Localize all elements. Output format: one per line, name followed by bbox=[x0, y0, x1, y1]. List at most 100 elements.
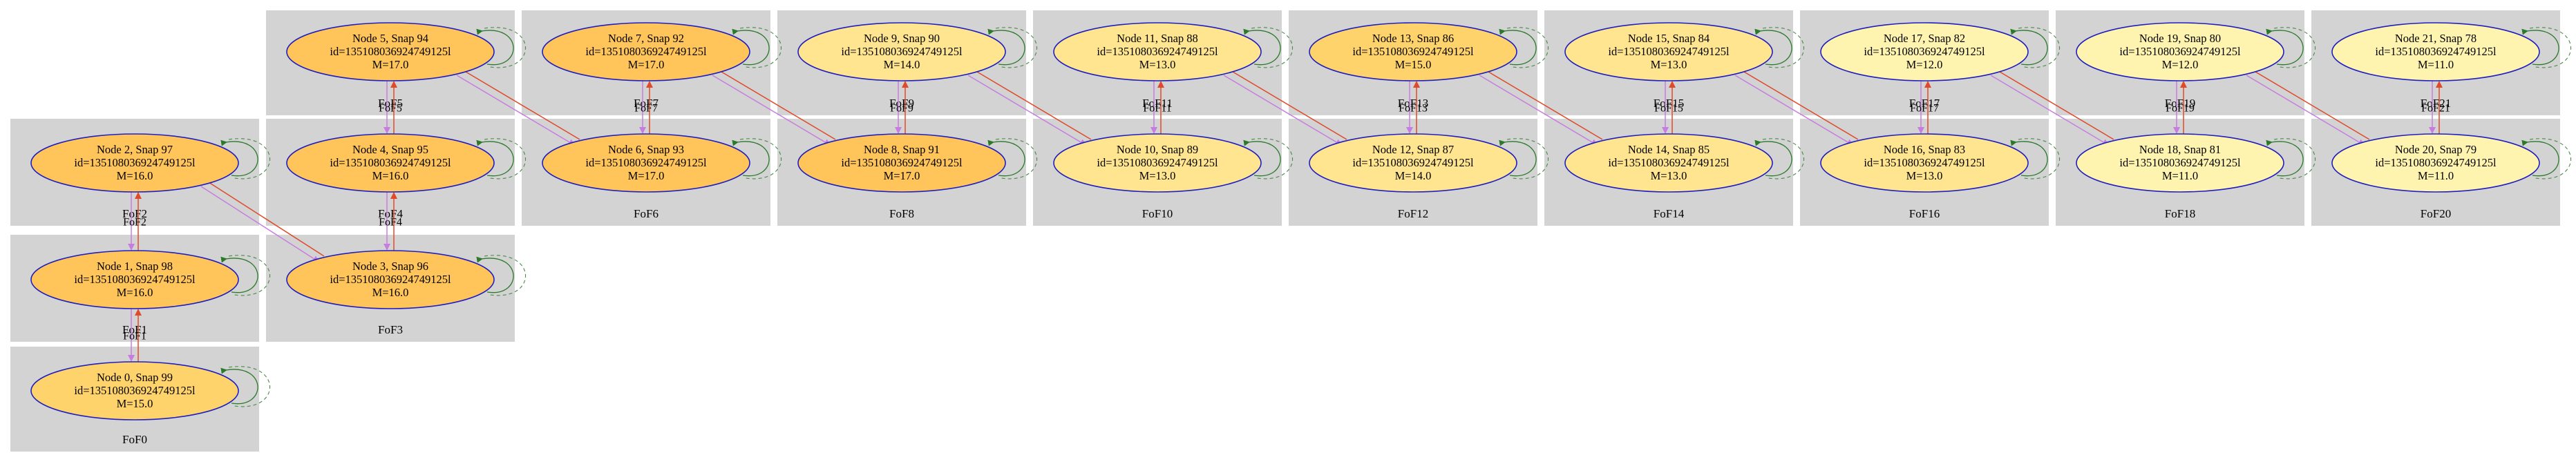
node-mass: M=17.0 bbox=[884, 169, 920, 182]
progenitor-edge bbox=[1734, 64, 1859, 140]
self-loop-edge bbox=[1243, 139, 1281, 177]
node-ellipse[interactable] bbox=[1053, 22, 1262, 81]
self-loop-edge-dashed bbox=[2529, 27, 2572, 68]
progenitor-edge bbox=[967, 64, 1092, 140]
self-loop-edge bbox=[2010, 28, 2048, 66]
node-ellipse[interactable] bbox=[1820, 22, 2029, 81]
self-loop-edge-dashed bbox=[228, 255, 271, 296]
halo-node[interactable]: Node 9, Snap 90id=135108036924749125lM=1… bbox=[797, 22, 1006, 81]
cluster-label: FoF4 bbox=[378, 207, 403, 220]
node-title: Node 8, Snap 91 bbox=[864, 143, 940, 156]
halo-node[interactable]: Node 20, Snap 79id=135108036924749125lM=… bbox=[2331, 133, 2540, 193]
node-ellipse[interactable] bbox=[797, 22, 1006, 81]
edge-label: FoF5 bbox=[379, 103, 402, 115]
node-mass: M=12.0 bbox=[1906, 58, 1943, 71]
node-ellipse[interactable] bbox=[542, 133, 750, 193]
progenitor-edge bbox=[1989, 64, 2114, 140]
halo-node[interactable]: Node 7, Snap 92id=135108036924749125lM=1… bbox=[542, 22, 750, 81]
node-id: id=135108036924749125l bbox=[1097, 156, 1218, 169]
node-ellipse[interactable] bbox=[1053, 133, 1262, 193]
node-mass: M=17.0 bbox=[628, 169, 665, 182]
descendant-edge bbox=[200, 186, 320, 263]
node-ellipse[interactable] bbox=[2076, 133, 2284, 193]
self-loop-edge-dashed bbox=[1506, 27, 1549, 68]
node-ellipse[interactable] bbox=[30, 133, 239, 193]
halo-node[interactable]: Node 3, Snap 96id=135108036924749125lM=1… bbox=[286, 250, 495, 309]
node-ellipse[interactable] bbox=[1564, 133, 1773, 193]
progenitor-edge bbox=[1478, 64, 1603, 140]
halo-node[interactable]: Node 15, Snap 84id=135108036924749125lM=… bbox=[1564, 22, 1773, 81]
node-title: Node 13, Snap 86 bbox=[1372, 32, 1454, 45]
node-mass: M=16.0 bbox=[372, 286, 409, 299]
halo-node[interactable]: Node 8, Snap 91id=135108036924749125lM=1… bbox=[797, 133, 1006, 193]
node-title: Node 21, Snap 78 bbox=[2395, 32, 2476, 45]
halo-node[interactable]: Node 6, Snap 93id=135108036924749125lM=1… bbox=[542, 133, 750, 193]
node-mass: M=14.0 bbox=[884, 58, 920, 71]
cluster-label: FoF20 bbox=[2421, 207, 2451, 220]
self-loop-edge-dashed bbox=[739, 27, 782, 68]
cluster-label: FoF21 bbox=[2421, 97, 2451, 110]
node-ellipse[interactable] bbox=[2076, 22, 2284, 81]
node-title: Node 14, Snap 85 bbox=[1628, 143, 1710, 156]
halo-node[interactable]: Node 1, Snap 98id=135108036924749125lM=1… bbox=[30, 250, 239, 309]
node-id: id=135108036924749125l bbox=[330, 156, 451, 169]
halo-node[interactable]: Node 10, Snap 89id=135108036924749125lM=… bbox=[1053, 133, 1262, 193]
progenitor-edge bbox=[2245, 64, 2370, 140]
node-title: Node 1, Snap 98 bbox=[97, 260, 173, 273]
node-mass: M=17.0 bbox=[372, 58, 409, 71]
node-mass: M=15.0 bbox=[1395, 58, 1432, 71]
node-ellipse[interactable] bbox=[286, 133, 495, 193]
halo-node[interactable]: Node 12, Snap 87id=135108036924749125lM=… bbox=[1309, 133, 1517, 193]
node-ellipse[interactable] bbox=[286, 250, 495, 309]
node-ellipse[interactable] bbox=[30, 361, 239, 420]
node-mass: M=16.0 bbox=[117, 169, 153, 182]
progenitor-edge bbox=[200, 175, 325, 257]
descendant-edge bbox=[1223, 75, 1343, 146]
node-id: id=135108036924749125l bbox=[2375, 45, 2497, 58]
edge-label: FoF9 bbox=[890, 103, 913, 115]
node-mass: M=13.0 bbox=[1906, 169, 1943, 182]
node-title: Node 17, Snap 82 bbox=[1884, 32, 1965, 45]
node-id: id=135108036924749125l bbox=[841, 156, 963, 169]
self-loop-edge-dashed bbox=[995, 27, 1038, 68]
cluster-label: FoF1 bbox=[122, 323, 147, 336]
node-ellipse[interactable] bbox=[286, 22, 495, 81]
node-ellipse[interactable] bbox=[2331, 133, 2540, 193]
node-title: Node 19, Snap 80 bbox=[2139, 32, 2221, 45]
node-mass: M=16.0 bbox=[117, 286, 153, 299]
node-ellipse[interactable] bbox=[1309, 22, 1517, 81]
cluster-label: FoF13 bbox=[1398, 97, 1428, 110]
halo-node[interactable]: Node 13, Snap 86id=135108036924749125lM=… bbox=[1309, 22, 1517, 81]
descendant-edge bbox=[712, 75, 831, 146]
node-ellipse[interactable] bbox=[30, 250, 239, 309]
node-ellipse[interactable] bbox=[1309, 133, 1517, 193]
node-ellipse[interactable] bbox=[2331, 22, 2540, 81]
node-id: id=135108036924749125l bbox=[1864, 45, 1985, 58]
node-ellipse[interactable] bbox=[542, 22, 750, 81]
cluster-label: FoF17 bbox=[1909, 97, 1940, 110]
halo-node[interactable]: Node 17, Snap 82id=135108036924749125lM=… bbox=[1820, 22, 2029, 81]
node-ellipse[interactable] bbox=[1564, 22, 1773, 81]
halo-node[interactable]: Node 4, Snap 95id=135108036924749125lM=1… bbox=[286, 133, 495, 193]
halo-node[interactable]: Node 19, Snap 80id=135108036924749125lM=… bbox=[2076, 22, 2284, 81]
cluster-label: FoF19 bbox=[2165, 97, 2195, 110]
self-loop-edge bbox=[2266, 28, 2304, 66]
halo-node[interactable]: Node 0, Snap 99id=135108036924749125lM=1… bbox=[30, 361, 239, 420]
node-id: id=135108036924749125l bbox=[74, 156, 196, 169]
descendant-edge bbox=[456, 75, 576, 146]
halo-node[interactable]: Node 11, Snap 88id=135108036924749125lM=… bbox=[1053, 22, 1262, 81]
self-loop-edge bbox=[476, 256, 514, 293]
halo-node[interactable]: Node 5, Snap 94id=135108036924749125lM=1… bbox=[286, 22, 495, 81]
halo-node[interactable]: Node 21, Snap 78id=135108036924749125lM=… bbox=[2331, 22, 2540, 81]
edge-label: FoF7 bbox=[634, 103, 658, 115]
self-loop-edge-dashed bbox=[484, 27, 527, 68]
node-id: id=135108036924749125l bbox=[585, 156, 707, 169]
node-mass: M=11.0 bbox=[2162, 169, 2198, 182]
halo-node[interactable]: Node 18, Snap 81id=135108036924749125lM=… bbox=[2076, 133, 2284, 193]
self-loop-edge bbox=[732, 139, 770, 177]
halo-node[interactable]: Node 2, Snap 97id=135108036924749125lM=1… bbox=[30, 133, 239, 193]
node-ellipse[interactable] bbox=[797, 133, 1006, 193]
halo-node[interactable]: Node 14, Snap 85id=135108036924749125lM=… bbox=[1564, 133, 1773, 193]
halo-node[interactable]: Node 16, Snap 83id=135108036924749125lM=… bbox=[1820, 133, 2029, 193]
node-ellipse[interactable] bbox=[1820, 133, 2029, 193]
